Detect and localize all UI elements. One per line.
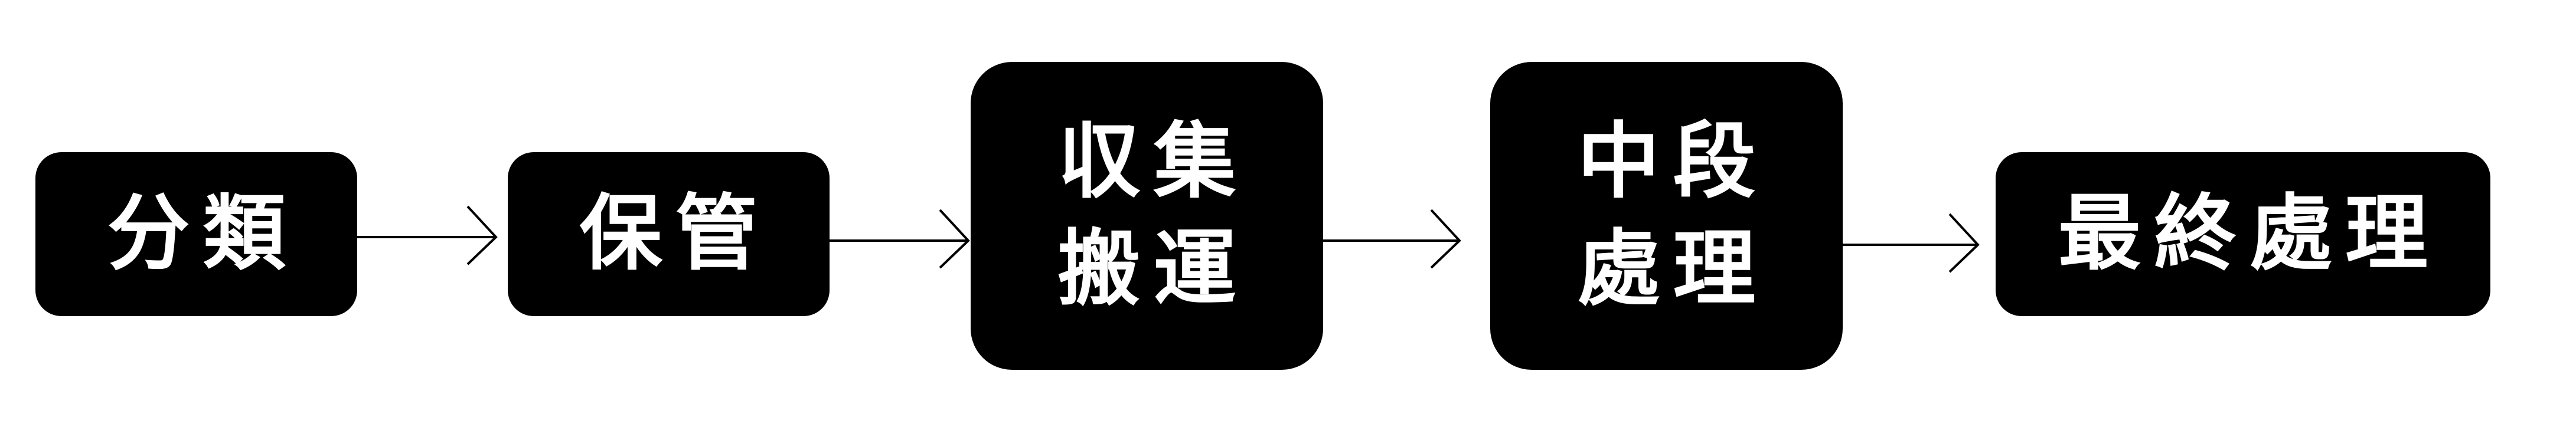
arrow-4: [1843, 213, 1980, 273]
arrow-3: [1323, 209, 1461, 269]
step-label: 収集 搬運: [1057, 114, 1249, 317]
arrow-2: [830, 209, 970, 269]
step-storage: 保管: [508, 152, 830, 316]
arrow-1: [357, 205, 498, 265]
step-label: 分類: [107, 186, 299, 282]
step-final-disposal: 最終處理: [1996, 152, 2490, 316]
step-label: 保管: [579, 186, 771, 282]
step-label: 中段 處理: [1577, 114, 1769, 317]
step-intermediate-treatment: 中段 處理: [1490, 62, 1843, 370]
step-collection-transport: 収集 搬運: [971, 62, 1323, 370]
step-label: 最終處理: [2058, 186, 2441, 282]
step-sorting: 分類: [35, 152, 357, 316]
